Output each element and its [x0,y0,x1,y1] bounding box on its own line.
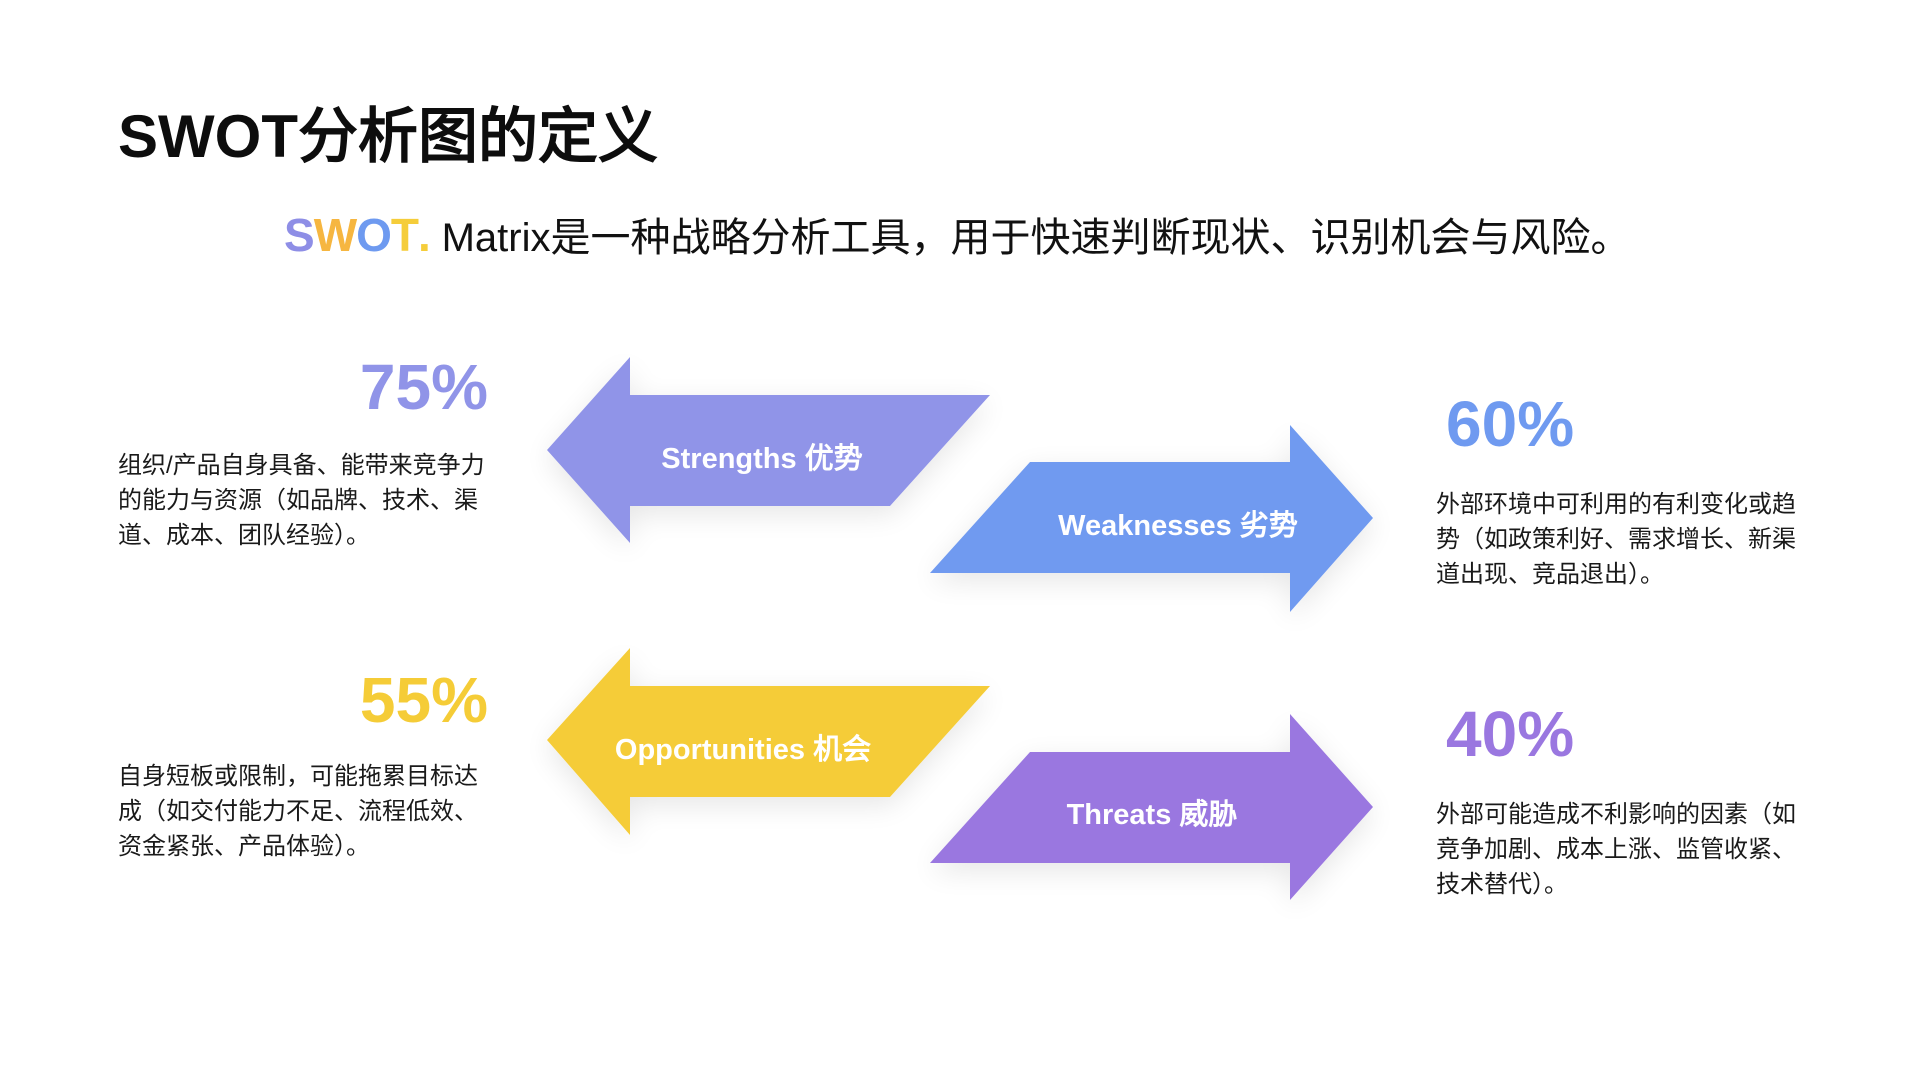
swot-logo: SWOT. [284,209,442,261]
strengths-description: 组织/产品自身具备、能带来竞争力的能力与资源（如品牌、技术、渠道、成本、团队经验… [118,452,485,549]
threats-description: 外部可能造成不利影响的因素（如竞争加剧、成本上涨、监管收紧、技术替代）。 [1436,801,1796,898]
strengths-label: Strengths 优势 [661,443,863,475]
weaknesses-label: Weaknesses 劣势 [1058,510,1298,542]
threats-arrow [930,714,1373,900]
opportunities-label: Opportunities 机会 [614,734,872,766]
subtitle: SWOT. Matrix是一种战略分析工具，用于快速判断现状、识别机会与风险。 [284,205,1630,263]
threats-percent: 40% [1446,698,1575,770]
opportunities-percent: 55% [359,664,488,736]
logo-letter-w: W [313,209,357,261]
threats-label: Threats 威胁 [1066,799,1238,831]
strengths-arrow [547,357,990,543]
weaknesses-description: 外部环境中可利用的有利变化或趋势（如政策利好、需求增长、新渠道出现、竞品退出）。 [1436,491,1796,588]
opportunities-description: 自身短板或限制，可能拖累目标达成（如交付能力不足、流程低效、资金紧张、产品体验）… [118,763,478,860]
opportunities-arrow [547,648,990,835]
weaknesses-arrow [930,425,1373,612]
logo-letter-s: S [284,209,315,261]
page-title: SWOT分析图的定义 [118,103,658,170]
subtitle-text: Matrix是一种战略分析工具，用于快速判断现状、识别机会与风险。 [441,216,1631,260]
logo-dot: . [418,209,431,261]
logo-letter-o: O [356,209,392,261]
logo-letter-t: T [390,209,419,261]
weaknesses-percent: 60% [1446,388,1575,460]
strengths-percent: 75% [359,351,488,423]
